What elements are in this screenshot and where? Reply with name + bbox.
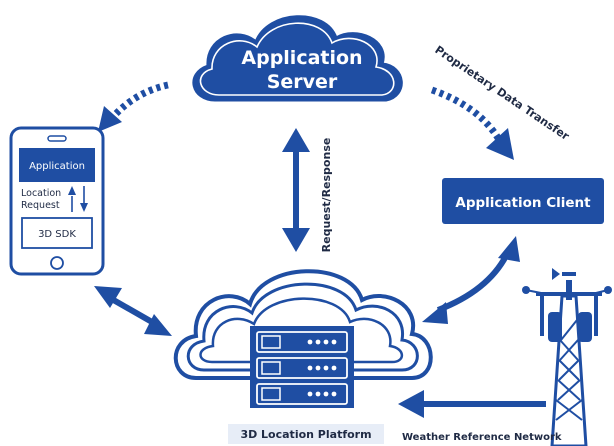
application-client-label: Application Client <box>455 195 591 211</box>
phone-application-label: Application <box>29 161 85 172</box>
cloud-icon <box>173 269 433 380</box>
server-title-line2: Server <box>267 71 338 93</box>
phone-sdk-label: 3D SDK <box>38 229 76 240</box>
platform-label-box: 3D Location Platform <box>228 424 384 444</box>
phone-platform-arrow <box>94 286 172 336</box>
request-response-label: Request/Response <box>320 138 333 253</box>
weather-to-platform-arrow <box>398 390 546 418</box>
proprietary-transfer-label: Proprietary Data Transfer <box>432 43 572 143</box>
application-server-cloud: Application Server <box>192 15 403 102</box>
smartphone-icon: Application Location Request 3D SDK <box>9 126 105 276</box>
server-rack-icon <box>250 326 354 408</box>
weather-network-label: Weather Reference Network <box>402 432 562 443</box>
location-request-line1: Location <box>21 188 61 199</box>
platform-client-arrow <box>422 236 520 324</box>
location-platform-cloud <box>173 269 433 380</box>
cloud-icon <box>192 15 403 102</box>
server-title-line1: Application <box>241 47 362 69</box>
server-to-phone-arrow <box>98 81 169 132</box>
phone-sdk-box <box>21 217 93 249</box>
proprietary-transfer-arrow <box>430 86 514 160</box>
location-request-line2: Request <box>21 200 60 211</box>
phone-application-box <box>19 148 95 182</box>
weather-station-icon <box>522 268 612 446</box>
request-response-arrow <box>282 128 310 252</box>
platform-label: 3D Location Platform <box>240 428 371 441</box>
application-client-box: Application Client <box>442 178 604 224</box>
